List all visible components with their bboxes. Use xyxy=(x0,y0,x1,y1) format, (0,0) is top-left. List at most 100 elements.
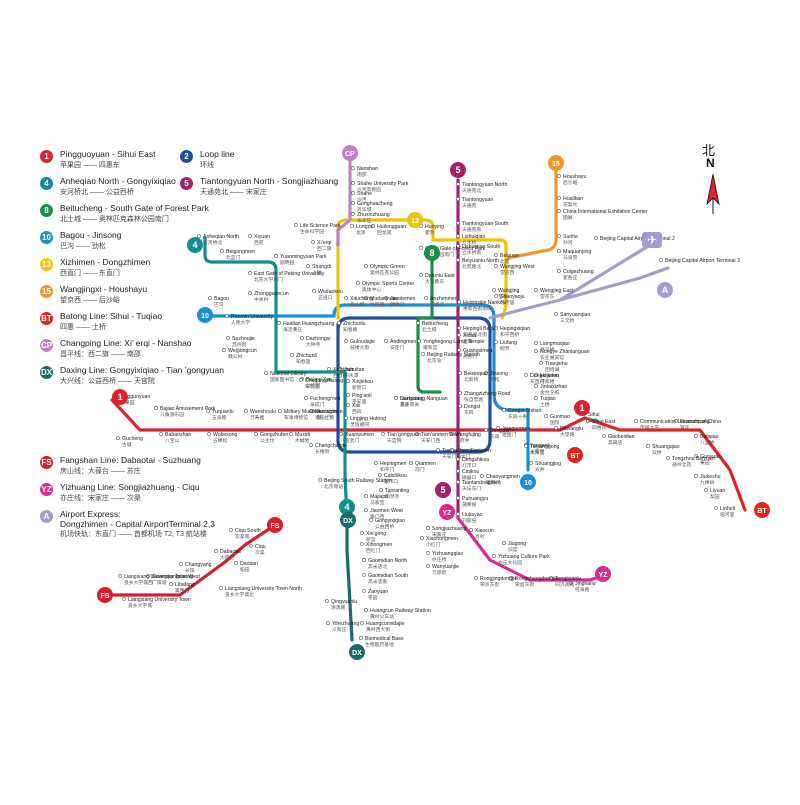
line-badge-yizhuang[interactable]: YZ xyxy=(595,566,611,582)
station[interactable]: Beijing Capital Airport Terminal 2 xyxy=(600,236,675,242)
line-badge-daxing[interactable]: DX xyxy=(349,644,365,660)
station[interactable]: Beijing Capital Airport Terminal 3 xyxy=(665,258,740,264)
line-badge-line1[interactable]: 1 xyxy=(574,400,590,416)
line-badge-line1[interactable]: 1 xyxy=(112,389,128,405)
line-badge-line5[interactable]: 5 xyxy=(435,482,451,498)
line-badge-airport[interactable]: A xyxy=(657,282,673,298)
line-badge-line4[interactable]: 4 xyxy=(339,499,355,515)
line-badge-line10[interactable]: 10 xyxy=(197,307,213,323)
line-badge-changping[interactable]: CP xyxy=(342,145,358,161)
line-badge-yizhuang[interactable]: YZ xyxy=(439,504,455,520)
line-badge-batong[interactable]: BT xyxy=(754,502,770,518)
line-badge-line8[interactable]: 8 xyxy=(424,245,440,261)
line-badge-line13[interactable]: 13 xyxy=(407,212,423,228)
line-badge-fangshan[interactable]: FS xyxy=(267,517,283,533)
